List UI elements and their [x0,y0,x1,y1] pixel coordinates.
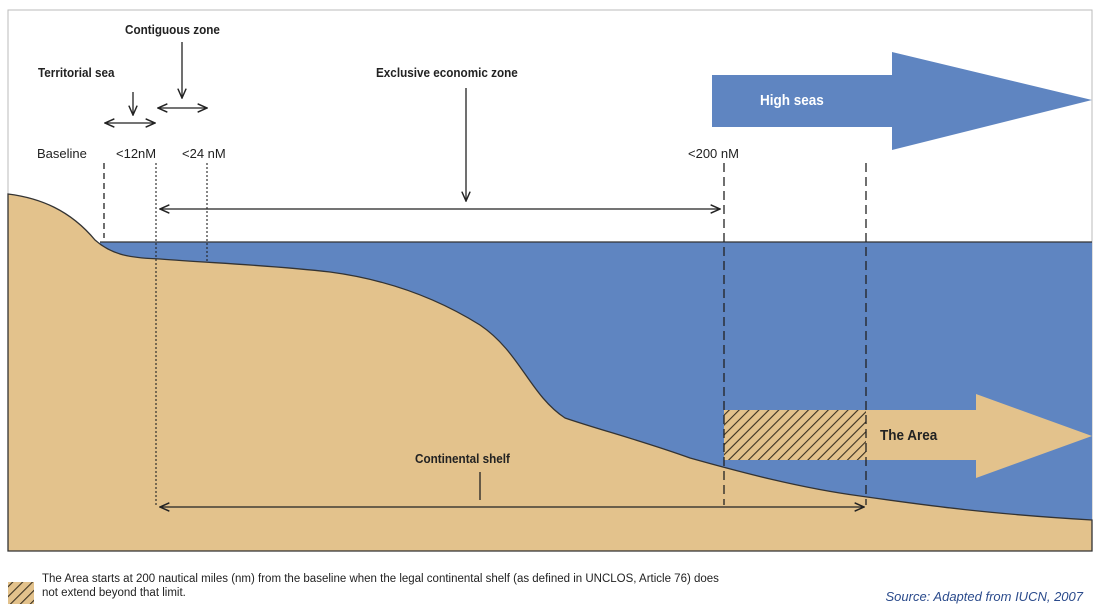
footnote: The Area starts at 200 nautical miles (n… [8,572,722,600]
land-seabed [7,193,1093,552]
the-area-label: The Area [880,427,938,444]
continental-shelf-label: Continental shelf [415,451,510,466]
footnote-swatch-spacer [8,572,34,594]
baseline-marker-label: Baseline [37,146,87,161]
nm12-marker-label: <12nM [116,146,157,161]
source-credit: Source: Adapted from IUCN, 2007 [885,589,1083,604]
the-area-arrow [866,394,1092,478]
contiguous-zone-label: Contiguous zone [125,22,220,37]
nm24-marker-label: <24 nM [182,146,226,161]
footnote-text: The Area starts at 200 nautical miles (n… [42,573,719,599]
hatch-legend-swatch [8,582,34,604]
nm200-marker-label: <200 nM [688,146,739,161]
the-area-hatch [724,410,866,460]
high-seas-label: High seas [760,92,824,109]
high-seas-arrow [712,52,1092,150]
territorial-sea-label: Territorial sea [38,65,115,80]
eez-label: Exclusive economic zone [376,65,518,80]
